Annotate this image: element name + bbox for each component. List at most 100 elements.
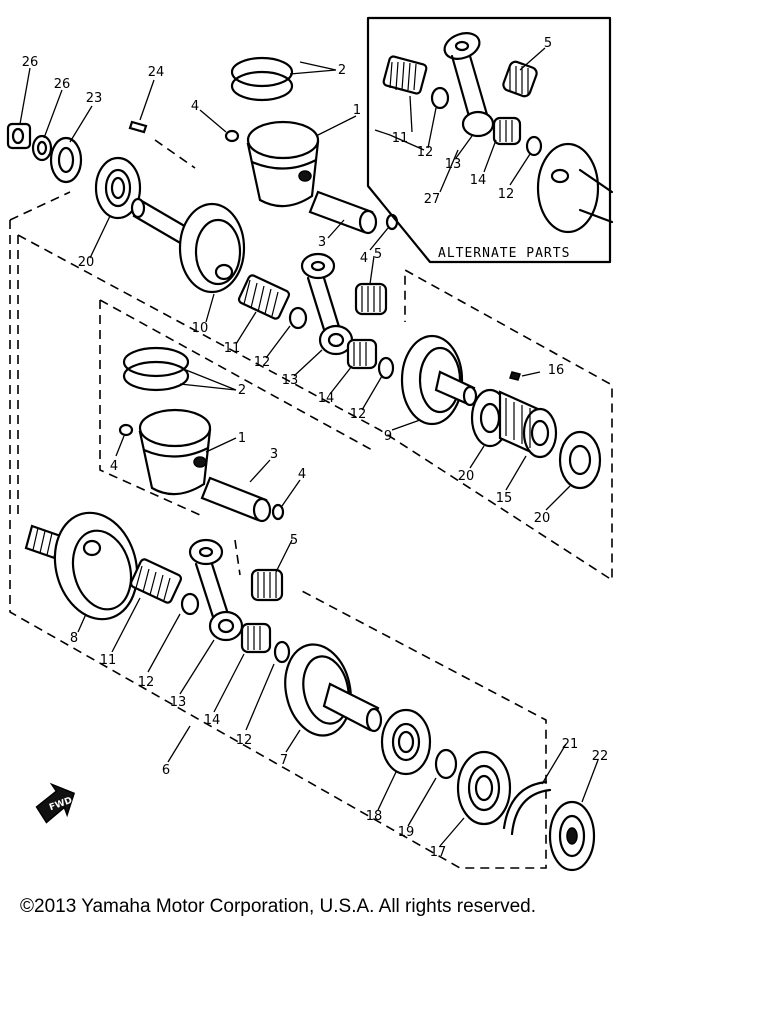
ball-bearing-17 <box>456 750 512 826</box>
washer-26 <box>31 134 53 162</box>
callout-20c: 20 <box>534 511 551 526</box>
callout-12-upper-b: 12 <box>350 407 367 422</box>
copyright-notice: ©2013 Yamaha Motor Corporation, U.S.A. A… <box>20 896 536 917</box>
alt-crank-half <box>536 142 614 234</box>
collar-25 <box>6 122 32 150</box>
piston-ring-lower-b <box>122 360 190 392</box>
alt-callout-13: 13 <box>445 157 462 172</box>
callout-5-upper: 5 <box>374 247 382 262</box>
woodruff-key-24 <box>128 120 148 134</box>
callout-13-lower: 13 <box>170 695 187 710</box>
assembly-boundary-lines <box>9 139 613 869</box>
callout-21: 21 <box>562 737 579 752</box>
alt-callout-12b: 12 <box>498 187 515 202</box>
callout-4-upper-left: 4 <box>191 99 199 114</box>
alt-callout-27: 27 <box>424 192 441 207</box>
callout-20a: 20 <box>78 255 95 270</box>
crank-half-7 <box>284 643 383 737</box>
callout-23: 23 <box>86 91 103 106</box>
right-end-components: 18 19 17 21 22 <box>366 708 609 872</box>
alt-needle-bearing-5 <box>502 60 538 98</box>
ball-bearing-20-center-right <box>558 430 602 490</box>
alternate-parts-box: ALTERNATE PARTS <box>366 16 614 264</box>
callout-22: 22 <box>592 749 609 764</box>
left-end-components: 26 26 23 24 20 <box>6 55 165 270</box>
callout-26: 26 <box>54 77 71 92</box>
callout-3-lower: 3 <box>270 447 278 462</box>
thrust-washer-12-upper-b <box>377 356 395 380</box>
oil-seal-23 <box>49 136 83 184</box>
upper-piston-group: 2 1 4 3 4 <box>191 56 399 266</box>
washer-19 <box>434 748 458 780</box>
crank-pin-11-upper <box>237 274 291 320</box>
needle-bearing-14-upper <box>346 338 378 370</box>
crank-half-10 <box>178 202 246 294</box>
callout-14-upper: 14 <box>318 391 335 406</box>
circlip-21 <box>502 780 552 836</box>
crank-pin-11-lower <box>129 558 183 604</box>
lower-piston-group: 2 1 4 3 4 <box>110 346 306 523</box>
alt-thrust-washer-12b <box>525 135 543 157</box>
needle-bearing-14-lower <box>240 622 272 654</box>
callout-25: 26 <box>22 55 39 70</box>
upper-crank-assembly: 5 10 11 12 13 14 12 9 <box>130 197 478 444</box>
callout-2-upper: 2 <box>338 63 346 78</box>
callout-10: 10 <box>192 321 209 336</box>
alt-thrust-washer-12 <box>430 86 450 110</box>
piston-ring-upper-a <box>230 56 294 88</box>
crank-half-9 <box>400 334 478 426</box>
circlip-4-lower-left <box>118 423 134 437</box>
alt-connecting-rod <box>443 32 495 138</box>
callout-5-lower: 5 <box>290 533 298 548</box>
callout-12-lower-a: 12 <box>138 675 155 690</box>
crankshaft-piston-diagram: ALTERNATE PARTS <box>6 16 614 872</box>
callout-16: 16 <box>548 363 565 378</box>
callout-19: 19 <box>398 825 415 840</box>
callout-7: 7 <box>280 753 288 768</box>
callout-11-upper: 11 <box>224 341 241 356</box>
lower-crank-assembly: 5 8 11 12 13 14 12 7 6 <box>24 511 383 778</box>
needle-bearing-5-lower <box>250 568 284 602</box>
piston-ring-upper-b <box>230 70 294 102</box>
thrust-washer-12-upper-a <box>288 306 308 330</box>
callout-1-lower: 1 <box>238 431 246 446</box>
callout-9: 9 <box>384 429 392 444</box>
fwd-arrow-icon: FWD <box>35 782 76 824</box>
alt-callout-11: 11 <box>392 131 409 146</box>
dowel-pin-16 <box>509 371 521 381</box>
callout-8: 8 <box>70 631 78 646</box>
callout-1-upper: 1 <box>353 103 361 118</box>
labyrinth-seal-15 <box>498 390 558 459</box>
callout-15: 15 <box>496 491 513 506</box>
alt-needle-bearing-14 <box>492 116 522 146</box>
piston-upper <box>246 120 320 208</box>
callout-11-lower: 11 <box>100 653 117 668</box>
crank-half-8 <box>53 511 139 621</box>
piston-pin-lower <box>200 476 272 523</box>
callout-3-upper: 3 <box>318 235 326 250</box>
ball-bearing-18 <box>380 708 432 776</box>
callout-12-upper-a: 12 <box>254 355 271 370</box>
piston-ring-lower-a <box>122 346 190 378</box>
callout-12-lower-b: 12 <box>236 733 253 748</box>
alternate-parts-label: ALTERNATE PARTS <box>438 246 570 261</box>
callout-17: 17 <box>430 845 447 860</box>
alt-callout-5: 5 <box>544 36 552 51</box>
callout-2-lower: 2 <box>238 383 246 398</box>
alt-callout-14: 14 <box>470 173 487 188</box>
callout-4-lower-right: 4 <box>298 467 306 482</box>
circlip-4-upper-right <box>385 213 399 231</box>
callout-4-lower-left: 4 <box>110 459 118 474</box>
alt-callout-12a: 12 <box>417 145 434 160</box>
piston-lower <box>138 408 212 496</box>
callout-24: 24 <box>148 65 165 80</box>
alt-crank-pin-11 <box>382 55 428 95</box>
center-bearing-group: 16 20 15 20 <box>458 363 602 526</box>
connecting-rod-13-lower <box>188 538 244 642</box>
connecting-rod-13-upper <box>300 252 354 356</box>
needle-bearing-5-upper <box>354 282 388 316</box>
thrust-washer-12-lower-a <box>180 592 200 616</box>
callout-18: 18 <box>366 809 383 824</box>
thrust-washer-12-lower-b <box>273 640 291 664</box>
callout-13-upper: 13 <box>282 373 299 388</box>
